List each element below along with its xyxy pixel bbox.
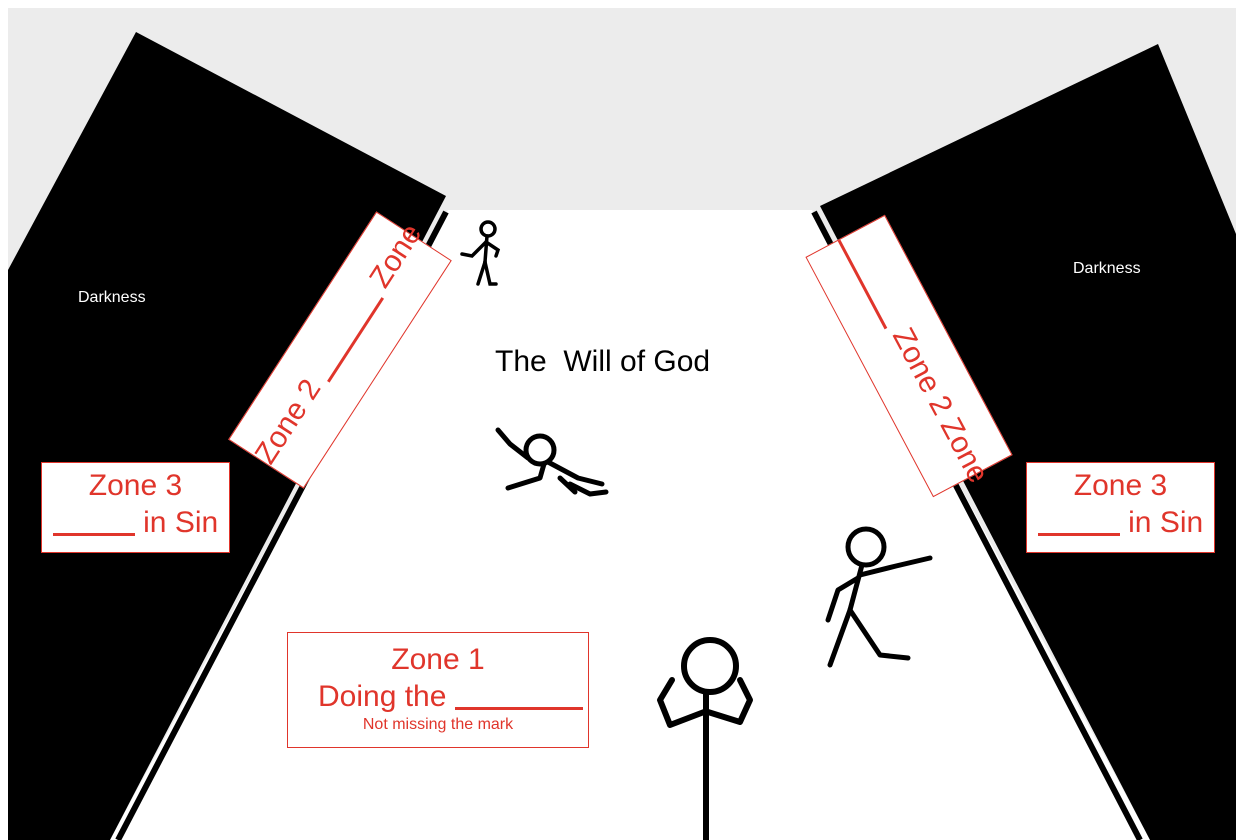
zone1-prefix: Doing the bbox=[318, 680, 446, 713]
zone3-right-box: Zone 3 in Sin bbox=[1026, 462, 1215, 553]
zone1-blank bbox=[455, 677, 583, 710]
zone1-subtitle: Not missing the mark bbox=[288, 716, 588, 734]
zone3-left-blank bbox=[53, 503, 135, 536]
zone3-right-title: Zone 3 bbox=[1027, 469, 1214, 503]
zone1-title: Zone 1 bbox=[288, 643, 588, 677]
zone3-left-suffix: in Sin bbox=[143, 506, 218, 539]
zone3-right-fill-line: in Sin bbox=[1027, 503, 1214, 540]
zone3-right-blank bbox=[1038, 503, 1120, 536]
zone2-right-title: Zone 2 bbox=[886, 323, 959, 421]
zone3-right-suffix: in Sin bbox=[1128, 506, 1203, 539]
zone1-fill-line: Doing the bbox=[288, 677, 588, 714]
zone2-left-suffix: Zone bbox=[363, 218, 428, 293]
zone1-box: Zone 1 Doing the Not missing the mark bbox=[287, 632, 589, 748]
diagram-title: The Will of God bbox=[495, 345, 710, 379]
zone2-left-title: Zone 2 bbox=[249, 373, 328, 469]
darkness-left-label: Darkness bbox=[78, 289, 146, 307]
zone3-left-fill-line: in Sin bbox=[42, 503, 229, 540]
zone3-left-title: Zone 3 bbox=[42, 469, 229, 503]
darkness-right-label: Darkness bbox=[1073, 260, 1141, 278]
zone2-right-suffix: Zone bbox=[934, 412, 995, 488]
zone3-left-box: Zone 3 in Sin bbox=[41, 462, 230, 553]
